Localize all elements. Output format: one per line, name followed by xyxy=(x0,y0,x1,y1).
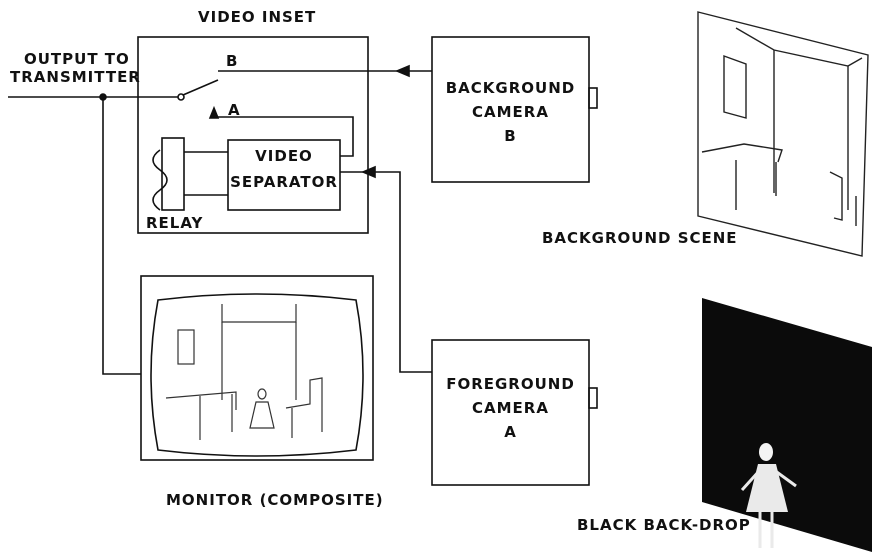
table-top xyxy=(165,391,237,410)
relay-coil xyxy=(152,149,168,211)
background-camera-box xyxy=(431,36,590,183)
table xyxy=(701,143,783,163)
switch-pivot xyxy=(177,93,185,101)
output-label-line2: TRANSMITTER xyxy=(10,68,141,86)
girl-arm xyxy=(773,468,797,488)
video-inset-title: VIDEO INSET xyxy=(198,8,317,26)
background-camera-line1: BACKGROUND xyxy=(445,79,576,97)
girl-head xyxy=(257,388,267,400)
foreground-camera-lens xyxy=(588,387,598,409)
foreground-feed-line xyxy=(340,171,432,373)
output-label: OUTPUT TO TRANSMITTER xyxy=(10,50,141,86)
foreground-camera-line3: A xyxy=(504,423,517,441)
foreground-camera-label: FOREGROUND CAMERA A xyxy=(432,372,589,444)
video-separator-box xyxy=(227,139,341,211)
wall-picture xyxy=(723,55,747,119)
background-camera-line3: B xyxy=(504,127,517,145)
picture-frame xyxy=(177,329,195,365)
foreground-camera-line2: CAMERA xyxy=(472,399,549,417)
room-ceiling xyxy=(735,27,863,67)
monitor-scene xyxy=(165,304,323,440)
girl-dress xyxy=(249,401,275,429)
background-scene-panel xyxy=(697,11,869,257)
video-inset-box xyxy=(137,36,369,234)
room-ceiling xyxy=(221,304,297,323)
arrow-a xyxy=(208,105,220,119)
switch-arm xyxy=(182,79,219,96)
switch-b-label: B xyxy=(226,52,239,70)
chair xyxy=(829,171,843,221)
black-backdrop-surface xyxy=(702,298,872,552)
monitor-label: MONITOR (COMPOSITE) xyxy=(166,491,384,509)
video-separator-line2: SEPARATOR xyxy=(230,173,338,191)
background-camera-line2: CAMERA xyxy=(472,103,549,121)
background-scene-frame xyxy=(697,11,869,257)
arrow-b xyxy=(394,64,410,78)
background-scene-label: BACKGROUND SCENE xyxy=(542,229,738,247)
background-camera-label: BACKGROUND CAMERA B xyxy=(432,76,589,148)
monitor-screen xyxy=(150,293,364,457)
output-label-line1: OUTPUT TO xyxy=(24,50,130,68)
video-separator-label: VIDEO SEPARATOR xyxy=(228,147,340,191)
foreground-camera-line1: FOREGROUND xyxy=(446,375,575,393)
girl-head xyxy=(759,443,773,461)
background-camera-lens xyxy=(588,87,598,109)
arrow-foreground xyxy=(360,165,376,179)
chair-outline xyxy=(285,377,323,432)
foreground-camera-box xyxy=(431,339,590,486)
video-separator-line1: VIDEO xyxy=(255,147,313,165)
switch-a-label: A xyxy=(228,101,241,119)
relay-body xyxy=(161,137,185,211)
black-backdrop-panel xyxy=(702,298,872,552)
line-a xyxy=(214,116,354,157)
girl-arm xyxy=(740,468,762,492)
black-backdrop-label: BLACK BACK-DROP xyxy=(577,516,751,534)
monitor-frame xyxy=(140,275,374,461)
relay-label: RELAY xyxy=(146,214,204,232)
monitor-feed-line xyxy=(102,97,141,375)
